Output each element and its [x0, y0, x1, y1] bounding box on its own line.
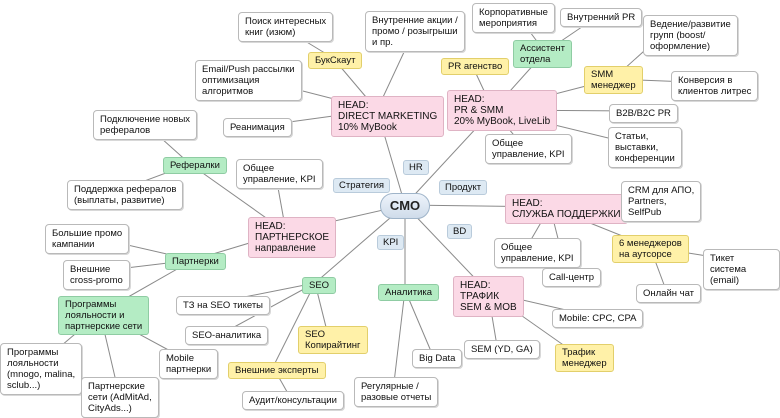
sem-node[interactable]: SEM (YD, GA)	[464, 340, 540, 359]
b2b-pr-node[interactable]: B2B/B2C PR	[609, 104, 678, 123]
center-node-cmo[interactable]: CMO	[380, 193, 430, 219]
external-experts-node[interactable]: Внешние эксперты	[228, 362, 326, 379]
pr-general-mgmt-node[interactable]: Общее управление, KPI	[485, 134, 572, 164]
branch-bd[interactable]: BD	[447, 224, 473, 239]
head-traffic[interactable]: HEAD: ТРАФИК SEM & MOB	[453, 276, 524, 317]
head-support[interactable]: HEAD: СЛУЖБА ПОДДЕРЖКИ	[505, 194, 628, 224]
traffic-manager-node[interactable]: Трафик менеджер	[555, 344, 614, 372]
ticket-system-node[interactable]: Тикет система (email)	[703, 249, 780, 290]
assistant-node[interactable]: Ассистент отдела	[513, 40, 573, 68]
articles-node[interactable]: Статьи, выставки, конференции	[608, 127, 682, 168]
support-general-mgmt-node[interactable]: Общее управление, KPI	[494, 238, 581, 268]
outsource-node[interactable]: 6 менеджеров на аутсорсе	[612, 235, 689, 263]
partners-general-mgmt-node[interactable]: Общее управление, KPI	[236, 159, 323, 189]
new-referrals-node[interactable]: Подключение новых рефералов	[93, 110, 198, 140]
analytics-node[interactable]: Аналитика	[378, 284, 440, 301]
smm-manager-node[interactable]: SMM менеджер	[584, 66, 643, 94]
search-books-node[interactable]: Поиск интересных книг (изюм)	[238, 12, 334, 42]
online-chat-node[interactable]: Онлайн чат	[636, 284, 702, 303]
branch-strategy[interactable]: Стратегия	[333, 178, 391, 193]
big-promo-node[interactable]: Большие промо кампании	[45, 224, 130, 254]
reanimation-node[interactable]: Реанимация	[223, 118, 292, 137]
audit-node[interactable]: Аудит/консультации	[242, 391, 344, 410]
referral-support-node[interactable]: Поддержка рефералов (выплаты, развитие)	[67, 180, 184, 210]
email-push-node[interactable]: Email/Push рассылки оптимизация алгоритм…	[195, 60, 302, 101]
branch-product[interactable]: Продукт	[439, 180, 488, 195]
seo-tickets-node[interactable]: ТЗ на SEO тикеты	[176, 296, 271, 315]
internal-pr-node[interactable]: Внутренний PR	[560, 8, 643, 27]
internal-promo-node[interactable]: Внутренние акции / промо / розыгрыши и п…	[365, 11, 465, 52]
groups-node[interactable]: Ведение/развитие групп (boost/ оформлени…	[643, 15, 738, 56]
loyalty-node[interactable]: Программы лояльности и партнерские сети	[58, 296, 150, 335]
seo-node[interactable]: SEO	[302, 277, 337, 294]
call-center-node[interactable]: Call-центр	[542, 268, 602, 287]
seo-copywriting-node[interactable]: SEO Копирайтинг	[298, 326, 368, 354]
branch-hr[interactable]: HR	[403, 160, 429, 175]
head-direct-marketing[interactable]: HEAD: DIRECT MARKETING 10% MyBook	[331, 96, 445, 137]
cross-promo-node[interactable]: Внешние cross-promo	[63, 260, 130, 290]
corporate-events-node[interactable]: Корпоративные мероприятия	[472, 3, 555, 33]
partner-networks-node[interactable]: Партнерские сети (AdMitAd, CityAds...)	[81, 377, 159, 418]
branch-kpi[interactable]: KPI	[377, 235, 405, 250]
reports-node[interactable]: Регулярные / разовые отчеты	[354, 377, 439, 407]
pr-agency-node[interactable]: PR агенство	[441, 58, 510, 75]
partnerships-node[interactable]: Партнерки	[165, 253, 226, 270]
bookscout-node[interactable]: БукСкаут	[308, 52, 363, 69]
head-pr-smm[interactable]: HEAD: PR & SMM 20% MyBook, LiveLib	[447, 90, 558, 131]
conversion-node[interactable]: Конверсия в клиентов литрес	[671, 71, 759, 101]
mobile-partners-node[interactable]: Mobile партнерки	[159, 349, 219, 379]
loyalty-programs-node[interactable]: Программы лояльности (mnogo, malina, scl…	[0, 343, 83, 395]
crm-node[interactable]: CRM для АПО, Partners, SelfPub	[621, 181, 702, 222]
big-data-node[interactable]: Big Data	[412, 349, 463, 368]
head-partners[interactable]: HEAD: ПАРТНЕРСКОЕ направление	[248, 217, 337, 258]
referrals-node[interactable]: Рефералки	[163, 157, 227, 174]
seo-analytics-node[interactable]: SEO-аналитика	[185, 326, 269, 345]
mobile-cpc-node[interactable]: Mobile: CPC, CPA	[552, 309, 644, 328]
